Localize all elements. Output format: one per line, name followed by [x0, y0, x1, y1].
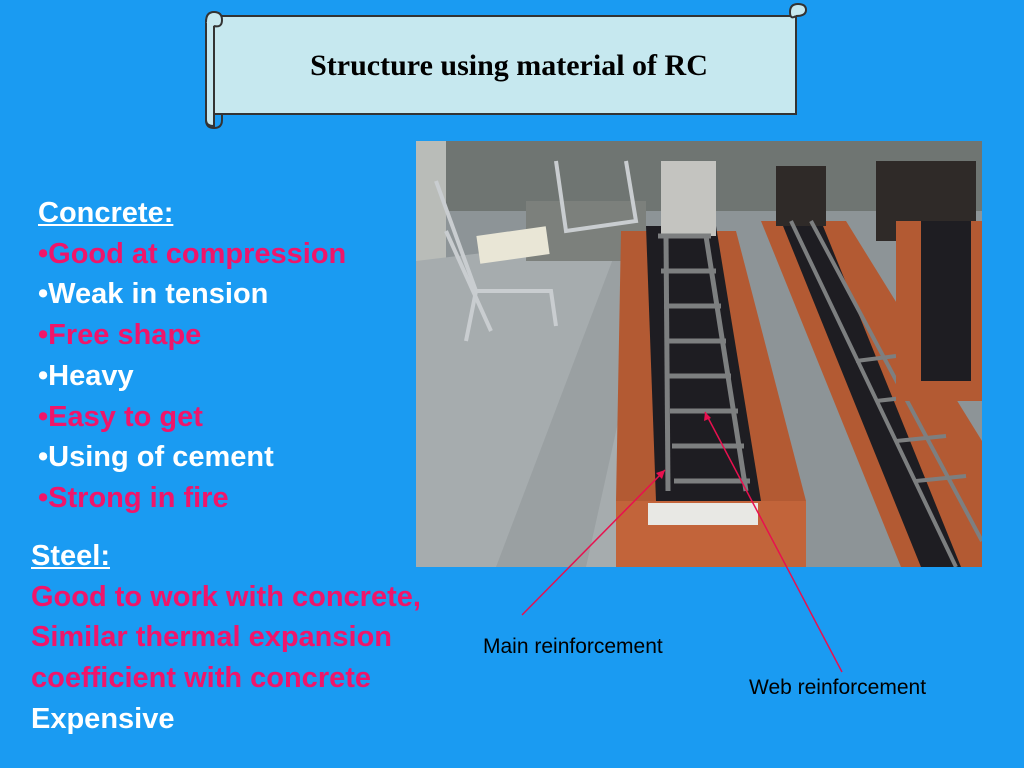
concrete-item: •Strong in fire [38, 481, 229, 514]
concrete-heading: Concrete: [38, 197, 174, 229]
main-reinforcement-caption: Main reinforcement [483, 635, 663, 658]
steel-line: Similar thermal expansion [31, 621, 393, 654]
steel-heading: Steel: [31, 540, 110, 572]
concrete-item: •Free shape [38, 319, 202, 352]
concrete-item: •Good at compression [38, 237, 347, 270]
slide-title: Structure using material of RC [310, 49, 708, 82]
rebar-cage-photo [416, 141, 982, 567]
steel-list: Steel: Good to work with concrete, Simil… [31, 536, 421, 740]
steel-line: coefficient with concrete [31, 662, 372, 695]
concrete-item: •Using of cement [38, 441, 274, 474]
title-scroll-banner [205, 2, 808, 130]
concrete-item: •Heavy [38, 359, 134, 392]
steel-line: Good to work with concrete, [31, 580, 421, 613]
web-reinforcement-caption: Web reinforcement [749, 676, 927, 699]
concrete-item: •Easy to get [38, 400, 203, 433]
concrete-item: •Weak in tension [38, 278, 269, 311]
steel-line: Expensive [31, 702, 175, 735]
concrete-list: Concrete: •Good at compression •Weak in … [38, 193, 346, 519]
